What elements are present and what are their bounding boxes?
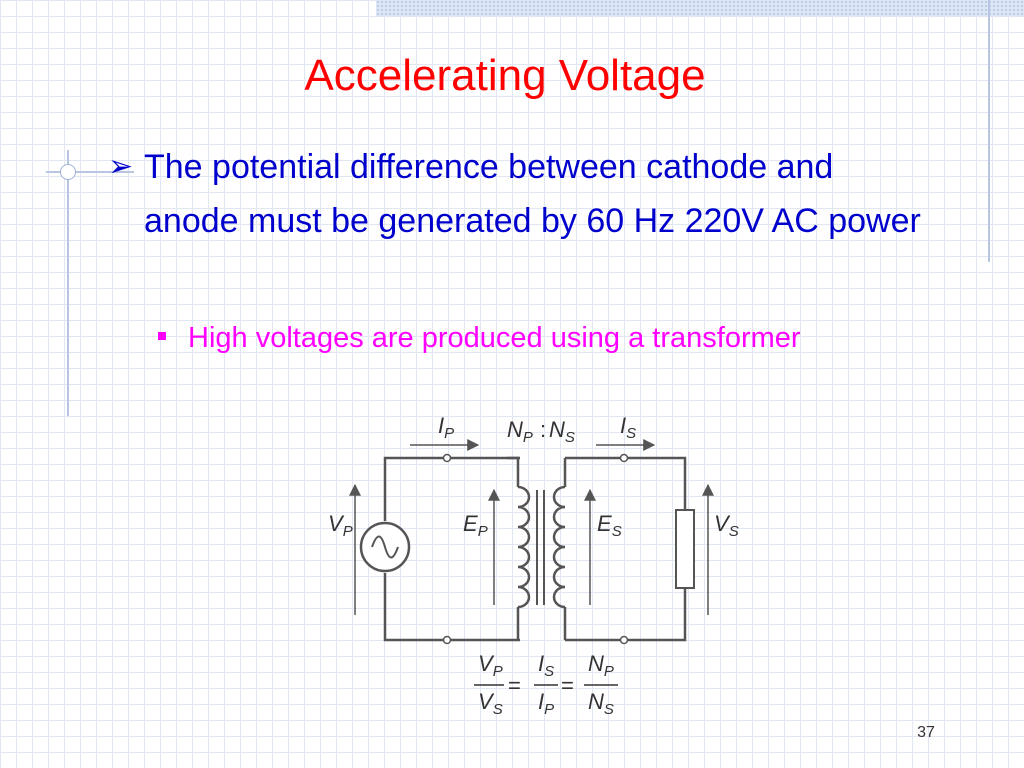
deco-vertical-line-right xyxy=(988,0,990,262)
svg-text:=: = xyxy=(508,673,521,698)
page-number: 37 xyxy=(917,724,935,741)
svg-text:IS: IS xyxy=(538,651,554,680)
bullet-main-text: The potential difference between cathode… xyxy=(144,148,921,240)
primary-coil-leads xyxy=(507,456,520,640)
svg-text:NP: NP xyxy=(588,651,614,680)
transformer-diagram: IP NP : NS IS VP EP ES VS VP VS = IS IP … xyxy=(328,413,739,718)
label-es: ES xyxy=(597,511,622,540)
secondary-wire xyxy=(565,456,687,642)
label-ns: NS xyxy=(549,417,575,446)
square-bullet-icon xyxy=(158,332,166,340)
terminal-secondary-bottom xyxy=(619,635,629,645)
terminal-primary-top xyxy=(442,453,452,463)
svg-text:=: = xyxy=(561,673,574,698)
primary-coil-icon xyxy=(517,485,531,609)
label-vp: VP xyxy=(328,511,353,540)
label-ep: EP xyxy=(463,511,488,540)
deco-circle-icon xyxy=(60,164,76,180)
bullet-main: ➢ The potential difference between catho… xyxy=(108,140,928,248)
slide-title: Accelerating Voltage xyxy=(304,51,706,100)
load-resistor-icon xyxy=(675,509,695,589)
label-ratio-colon: : xyxy=(540,417,546,442)
svg-text:VS: VS xyxy=(478,689,503,718)
svg-text:NS: NS xyxy=(588,689,614,718)
ratio-equation: VP VS = IS IP = NP NS xyxy=(478,651,614,718)
bullet-sub: High voltages are produced using a trans… xyxy=(158,316,838,360)
ac-wave-icon xyxy=(371,535,399,559)
svg-text:VP: VP xyxy=(478,651,503,680)
header-pattern-band xyxy=(376,0,1024,16)
label-np: NP xyxy=(507,417,533,446)
secondary-coil-icon xyxy=(552,485,566,609)
primary-wire xyxy=(383,456,520,642)
terminal-primary-bottom xyxy=(442,635,452,645)
terminal-secondary-top xyxy=(619,453,629,463)
label-ip: IP xyxy=(438,413,454,442)
deco-horizontal-line-left xyxy=(46,171,134,173)
label-is: IS xyxy=(620,413,636,442)
arrow-bullet-icon: ➢ xyxy=(108,150,134,183)
label-vs: VS xyxy=(714,511,739,540)
deco-vertical-line-left xyxy=(67,150,69,416)
svg-text:IP: IP xyxy=(538,689,554,718)
bullet-sub-text: High voltages are produced using a trans… xyxy=(188,322,801,354)
